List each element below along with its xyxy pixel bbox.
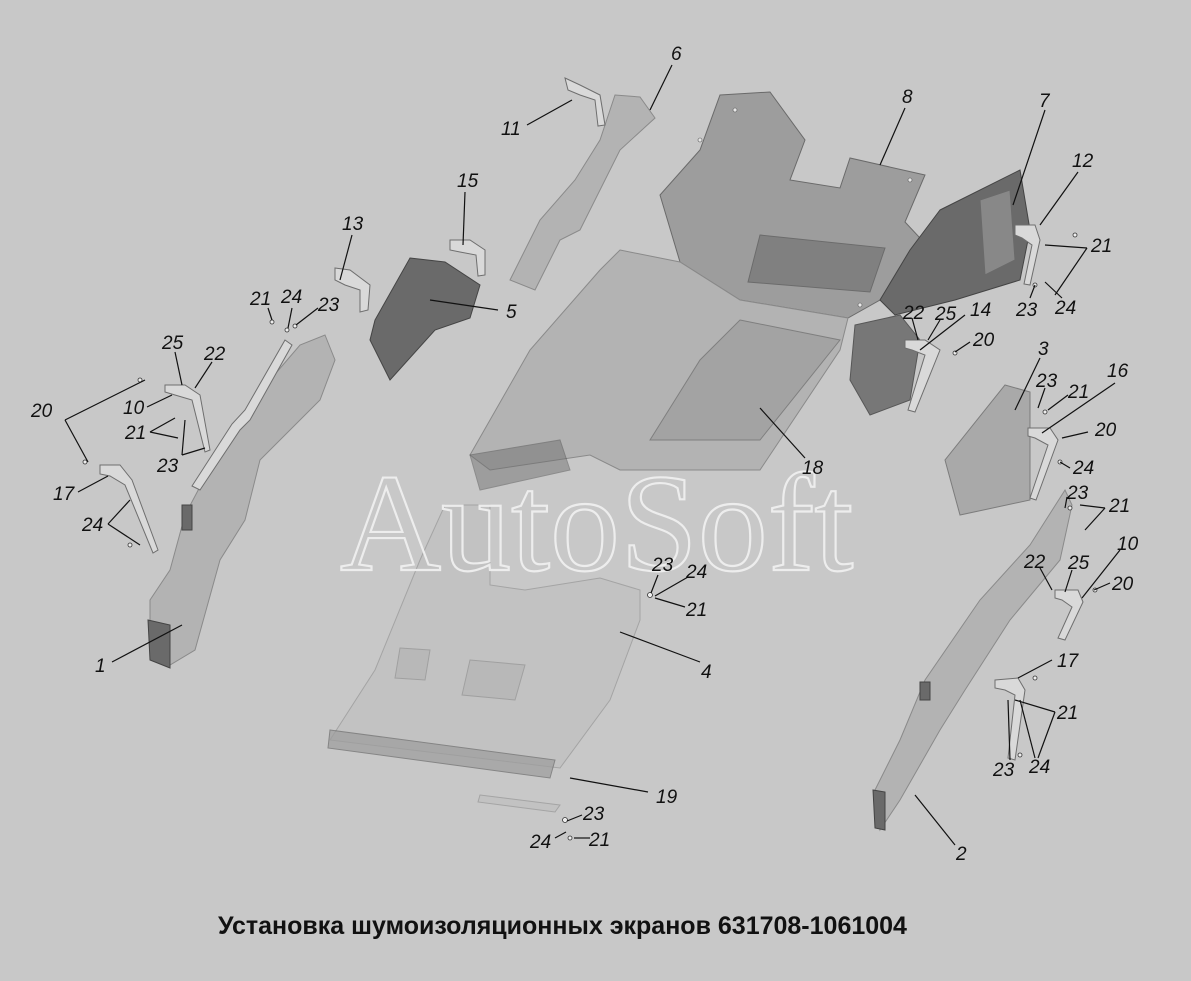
- callout-17: 16: [1107, 361, 1129, 382]
- callout-16-left: 17: [53, 484, 76, 505]
- callout-22-right-lower: 22: [1023, 552, 1046, 573]
- callout-21-bottom: 21: [588, 830, 610, 851]
- callout-labels: 1 2 3 4 5 6 7 8 11 12 13 15 14 16 18 19 …: [30, 44, 1139, 865]
- callout-21-left: 21: [124, 423, 146, 444]
- callout-25-left: 25: [161, 333, 184, 354]
- callout-24-left: 24: [81, 515, 103, 536]
- callout-20-left: 20: [30, 401, 53, 422]
- panel-7: [849, 169, 1031, 416]
- panel-18: [469, 249, 849, 491]
- callout-5: 5: [506, 302, 517, 323]
- callout-13: 13: [342, 214, 364, 235]
- callout-23-right-mid: 23: [1035, 371, 1058, 392]
- watermark: AutoSoft: [340, 446, 853, 601]
- callout-21-right-mid: 21: [1067, 382, 1089, 403]
- callout-25-right: 25: [934, 304, 957, 325]
- callout-19: 19: [656, 787, 678, 808]
- callout-20-right-mid: 20: [1094, 420, 1117, 441]
- callout-10-right: 10: [1117, 534, 1139, 555]
- callout-22-right: 22: [902, 303, 925, 324]
- callout-21-right-upper: 21: [1090, 236, 1112, 257]
- callout-2: 2: [955, 844, 967, 865]
- panel-8: [659, 91, 926, 319]
- callout-16-right: 17: [1057, 651, 1080, 672]
- callout-12: 12: [1072, 151, 1094, 172]
- panel-2: [872, 488, 1073, 832]
- callout-7: 7: [1039, 91, 1051, 112]
- callout-25-right-lower: 25: [1067, 553, 1090, 574]
- strip-6: [509, 94, 656, 291]
- fasteners: [82, 232, 1098, 841]
- callout-20-right-lower: 20: [1111, 574, 1134, 595]
- callout-22-left: 22: [203, 344, 226, 365]
- callout-23-left: 23: [156, 456, 179, 477]
- diagram-title: Установка шумоизоляционных экранов 63170…: [218, 912, 907, 940]
- callout-23-center: 23: [651, 555, 674, 576]
- callout-23-right-mid2: 23: [1066, 483, 1089, 504]
- callout-6: 6: [671, 44, 682, 65]
- callout-8: 8: [902, 87, 913, 108]
- callout-11: 11: [501, 119, 521, 140]
- callout-24-center: 24: [685, 562, 707, 583]
- mat-5: [369, 257, 481, 381]
- panel-3: [944, 384, 1031, 516]
- callout-21-right-lower: 21: [1056, 703, 1078, 724]
- callout-10-left: 10: [123, 398, 145, 419]
- callout-18: 18: [802, 458, 824, 479]
- strip-19: [477, 794, 561, 813]
- callout-21-midleft: 21: [249, 289, 271, 310]
- callout-4: 4: [701, 662, 712, 683]
- callout-24-right-upper: 24: [1054, 298, 1076, 319]
- callout-1: 1: [95, 656, 106, 677]
- callout-24-bottom: 24: [529, 832, 551, 853]
- callout-24-right-mid: 24: [1072, 458, 1094, 479]
- callout-21-center: 21: [685, 600, 707, 621]
- brackets: [99, 77, 1084, 761]
- callout-15: 15: [457, 171, 479, 192]
- callout-14: 14: [970, 300, 991, 321]
- callout-23-right-lower: 23: [992, 760, 1015, 781]
- callout-23-midleft: 23: [317, 295, 340, 316]
- callout-23-right-upper: 23: [1015, 300, 1038, 321]
- panel-4: [327, 504, 641, 779]
- callout-20-right-upper: 20: [972, 330, 995, 351]
- callout-3: 3: [1038, 339, 1049, 360]
- callout-21-right-mid2: 21: [1108, 496, 1130, 517]
- leader-lines: [64, 64, 1121, 846]
- callout-24-right-lower: 24: [1028, 757, 1050, 778]
- callout-24-midleft: 24: [280, 287, 302, 308]
- callout-23-bottom: 23: [582, 804, 605, 825]
